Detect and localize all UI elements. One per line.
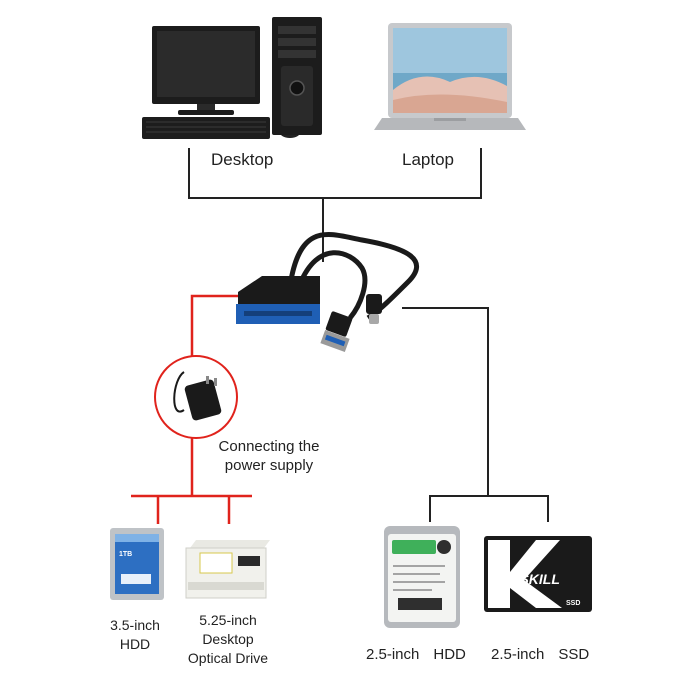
ssd-type-label: SSD [558,646,590,663]
sata-usb-adapter-cable-icon [236,232,420,353]
laptop-wallpaper-foreground [393,94,507,113]
laptop-label: Laptop [402,150,454,169]
hdd35-label-line1: 3.5-inch [110,617,160,633]
optical-tray [188,582,264,590]
optical-label-text: 5.25-inch Desktop Optical Drive [182,611,274,668]
hdd35-label-stripe [115,534,159,542]
monitor-screen [157,31,255,97]
hdd35-barcode [121,574,151,584]
ssd-case [484,536,592,612]
hdd-25-icon [384,526,460,628]
laptop-screen-sky [393,28,507,73]
power-adapter-icon [154,355,238,439]
hdd25-green-band [392,540,436,554]
hdd25-label-text: 2.5-inch HDD [366,646,466,663]
desktop-laptop-bracket [188,148,482,199]
usb-c-plug-metal [369,314,379,324]
tower-drive-bay-2 [278,38,316,46]
laptop-icon [374,23,526,130]
hdd35-label-text: 3.5-inch HDD [100,616,170,654]
usb-a-plug-blue [324,334,346,347]
tower-drive-bay-3 [278,50,316,58]
black-connector-lines [188,148,549,522]
ssd-label-text: 2.5-inch SSD [491,646,589,663]
tower-panel [281,66,313,126]
adapter-cable [287,232,420,321]
right-branch-bracket [429,495,549,522]
power-adapter-prong-2 [214,378,217,386]
optical-drive-icon [185,540,270,599]
desktop-computer-icon [142,17,322,139]
usb-a-plug-housing [325,311,353,337]
hdd25-barcode [398,598,442,610]
adapter-to-power-line [190,294,240,362]
power-adapter-body [184,379,222,421]
adapter-body [238,276,320,304]
monitor-base [178,110,234,115]
hdd35-brand-label: 1TB [119,551,132,558]
ssd-brand-text: PUSKILL [500,571,560,587]
ssd-k-logo [488,540,562,608]
power-adapter-cord [173,371,185,413]
ssd-icon: PUSKILL SSD [484,536,592,612]
adapter-cable-2 [297,250,368,320]
laptop-base-notch [434,118,466,121]
tower-drive-bay-1 [278,26,316,34]
hdd-35-icon: 1TB [110,528,164,600]
red-connector-lines [131,294,252,524]
optical-top [190,540,270,548]
desktop-label: Desktop [211,150,274,169]
hdd35-label-line2: HDD [119,636,151,652]
ssd-badge-text: SSD [566,600,580,607]
optical-label-line2: Desktop [202,631,254,647]
adapter-to-right-branch-line [402,307,489,496]
keyboard-keys [146,121,266,133]
power-adapter-prong-1 [206,376,209,384]
keyboard [142,117,270,139]
optical-label-line3: Optical Drive [187,650,269,666]
laptop-base [374,118,526,130]
hdd35-label [115,534,159,594]
tower-power-button [289,80,305,96]
hdd25-size-label: 2.5-inch [366,646,420,663]
optical-connector [238,556,260,566]
optical-label [199,552,233,574]
monitor-neck [197,104,215,110]
hdd25-brand-logo [437,540,451,554]
power-supply-label-line2: power supply [224,457,314,474]
optical-label-line1: 5.25-inch [199,612,257,628]
power-supply-label: Connecting the power supply [212,437,326,475]
power-supply-label-line1: Connecting the [218,438,320,455]
ssd-size-label: 2.5-inch [491,646,545,663]
hdd25-type-label: HDD [433,646,466,663]
usb-c-plug-housing [366,294,382,314]
sata-connector-slot [244,311,312,316]
hdd25-text-lines [393,565,445,591]
